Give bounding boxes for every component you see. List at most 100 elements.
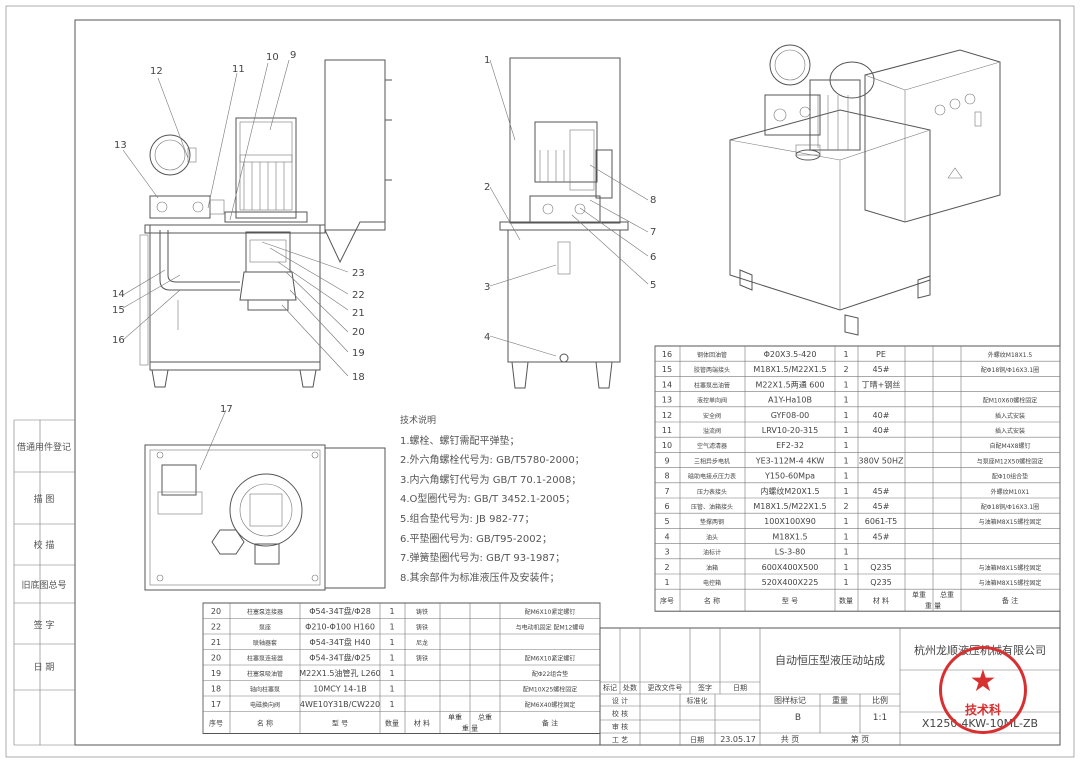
rev-header-sign: 签字 <box>698 683 712 692</box>
parts-left-cell: 配M6X40螺栓固定 <box>525 701 576 709</box>
parts-left-cell: 1 <box>389 607 394 616</box>
balloon: 8 <box>650 195 656 206</box>
parts-right-cell: 1 <box>843 472 848 481</box>
note-item: 3.内六角螺钉代号为 GB/T 70.1-2008； <box>400 474 582 486</box>
parts-left-cell: Φ54-34T盘/Φ28 <box>309 606 371 616</box>
balloons: 12 11 10 9 13 14 15 16 23 22 21 20 19 18… <box>112 50 656 415</box>
balloon: 9 <box>290 50 296 61</box>
parts-right-cell: Q235 <box>870 563 892 572</box>
parts-right-cell: 380V 50HZ <box>859 456 904 465</box>
parts-right-cell: M18X1.5/M22X1.5 <box>753 365 826 374</box>
parts-left-header: 重 量 <box>462 725 478 733</box>
parts-right-cell: 1 <box>843 426 848 435</box>
parts-right-header: 总重 <box>940 590 954 599</box>
parts-left-header: 序号 <box>209 719 223 728</box>
parts-right-cell: 12 <box>662 411 672 420</box>
side-view <box>499 57 629 389</box>
parts-right-cell: 16 <box>662 350 672 359</box>
parts-right-cell: 14 <box>662 380 672 389</box>
parts-right-cell: 1 <box>843 548 848 557</box>
parts-right-cell: 6061-T5 <box>865 517 898 526</box>
parts-right-cell: 520X400X225 <box>762 578 819 587</box>
parts-right-cell: 柱塞泵出油管 <box>694 381 730 389</box>
parts-left-header: 材 料 <box>414 719 430 728</box>
parts-left-header: 数量 <box>385 719 399 728</box>
parts-table-left-grid <box>202 602 601 734</box>
balloon: 14 <box>112 289 125 300</box>
parts-right-cell: 安全阀 <box>703 412 721 420</box>
balloon: 5 <box>650 280 656 291</box>
std-label: 标准化 <box>687 696 708 705</box>
parts-left-cell: 尼龙 <box>416 639 428 647</box>
parts-right-cell: 三相异步电机 <box>694 457 730 465</box>
parts-right-cell: 8 <box>664 472 669 481</box>
parts-right-cell: 插入式安装 <box>995 412 1025 420</box>
parts-left-cell: 1 <box>389 685 394 694</box>
parts-left-cell: 22 <box>211 623 221 632</box>
parts-right-cell: 45# <box>873 502 890 511</box>
parts-right-header: 名 称 <box>704 596 720 605</box>
parts-right-cell: PE <box>876 350 886 359</box>
parts-left-cell: 联轴器套 <box>253 639 277 647</box>
parts-left-cell: 泵座 <box>259 624 271 632</box>
parts-right-cell: 9 <box>664 456 669 465</box>
rev-header-mark: 标记 <box>603 683 617 692</box>
note-item: 8.其余部件为标准液压件及安装件； <box>400 572 560 584</box>
parts-right-cell: 45# <box>873 365 890 374</box>
balloon: 12 <box>150 66 163 77</box>
parts-right-cell: 油箱 <box>706 564 718 572</box>
parts-right-cell: 10 <box>662 441 672 450</box>
parts-right-cell: 与油箱M8X15螺栓固定 <box>979 564 1042 572</box>
parts-left-cell: 铸铁 <box>416 608 428 616</box>
parts-right-cell: 与油箱M8X15螺栓固定 <box>979 579 1042 587</box>
parts-right-cell: 丁晴+钢丝 <box>862 379 901 389</box>
notes-title: 技术说明 <box>400 416 437 426</box>
role-check: 校 核 <box>612 709 628 718</box>
parts-right-cell: 100X100X90 <box>764 517 816 526</box>
note-item: 5.组合垫代号为: JB 982-77； <box>400 513 535 525</box>
parts-left-cell: 配Φ22组合垫 <box>532 670 568 678</box>
parts-right-cell: 1 <box>843 380 848 389</box>
parts-right-cell: 空气滤清器 <box>697 442 727 450</box>
parts-left-cell: 配M10X25螺栓固定 <box>523 686 578 694</box>
parts-left-header: 备 注 <box>542 719 558 728</box>
top-view <box>144 444 386 591</box>
parts-left-cell: 铸铁 <box>416 624 428 632</box>
side-label-date: 日 期 <box>33 663 55 673</box>
front-view <box>139 59 392 388</box>
stage-value: B <box>795 713 801 723</box>
parts-right-cell: 与油箱M8X15螺栓固定 <box>979 518 1042 526</box>
parts-right-cell: 15 <box>662 365 672 374</box>
parts-right-cell: 7 <box>664 487 669 496</box>
parts-right-cell: 3 <box>664 548 669 557</box>
note-item: 1.螺栓、螺钉需配平弹垫； <box>400 435 520 447</box>
inner-border <box>74 19 1061 746</box>
parts-left-cell: 18 <box>211 685 221 694</box>
side-strip <box>13 419 75 746</box>
role-design: 设 计 <box>612 696 628 705</box>
balloon: 18 <box>352 372 365 383</box>
parts-right-cell: M18X1.5/M22X1.5 <box>753 502 826 511</box>
balloon: 20 <box>352 327 365 338</box>
note-item: 4.O型圈代号为: GB/T 3452.1-2005； <box>400 494 576 506</box>
company-stamp: ★ 技术科 <box>939 646 1027 734</box>
parts-right-cell: 配Φ10组合垫 <box>992 473 1028 481</box>
parts-right-cell: 5 <box>664 517 669 526</box>
parts-left-cell: 17 <box>211 700 221 709</box>
parts-right-cell: 40# <box>873 426 890 435</box>
parts-right-cell: 45# <box>873 532 890 541</box>
side-label-trace: 描 图 <box>33 495 55 505</box>
parts-right-cell: 600X400X500 <box>762 563 819 572</box>
parts-right-cell: 1 <box>843 441 848 450</box>
leader-lines <box>122 59 649 471</box>
parts-left-cell: 1 <box>389 669 394 678</box>
note-item: 6.平垫圈代号为: GB/T95-2002； <box>400 533 552 545</box>
parts-left-cell: 柱塞泵连接器 <box>247 655 283 663</box>
scale-label: 比例 <box>872 695 888 705</box>
approve-label: 日期 <box>690 736 704 744</box>
parts-right-cell: 配M10X60螺栓固定 <box>983 397 1038 405</box>
rev-header-doc: 更改文件号 <box>648 683 683 692</box>
role-review: 审 核 <box>612 722 628 731</box>
drawing-name: 自动恒压型液压动站成 <box>775 653 885 667</box>
